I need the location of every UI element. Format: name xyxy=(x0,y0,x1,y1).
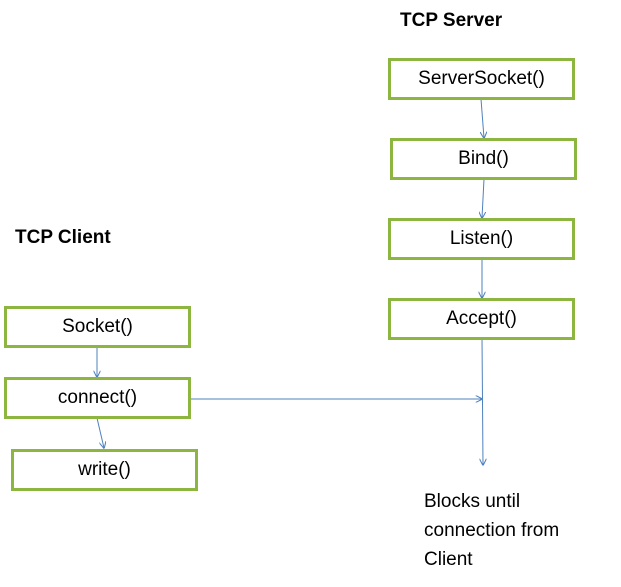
server-title: TCP Server xyxy=(400,10,503,31)
serversocket-box: ServerSocket() xyxy=(388,58,575,100)
note-line-1: Blocks until xyxy=(424,491,521,512)
note-line-3: Client xyxy=(424,549,473,570)
write-box: write() xyxy=(11,449,198,491)
arrow-connect-to-write xyxy=(96,417,104,448)
arrow-bind-to-listen xyxy=(482,178,484,218)
note-line-2: connection from xyxy=(424,520,560,541)
socket-box: Socket() xyxy=(4,306,191,348)
blocking-note: Blocks until connection from Client xyxy=(424,487,614,574)
bind-box: Bind() xyxy=(390,138,577,180)
arrow-accept-down xyxy=(482,337,483,465)
client-title: TCP Client xyxy=(15,227,111,248)
listen-box: Listen() xyxy=(388,218,575,260)
connect-box: connect() xyxy=(4,377,191,419)
arrow-serversocket-to-bind xyxy=(481,98,484,138)
accept-box: Accept() xyxy=(388,298,575,340)
